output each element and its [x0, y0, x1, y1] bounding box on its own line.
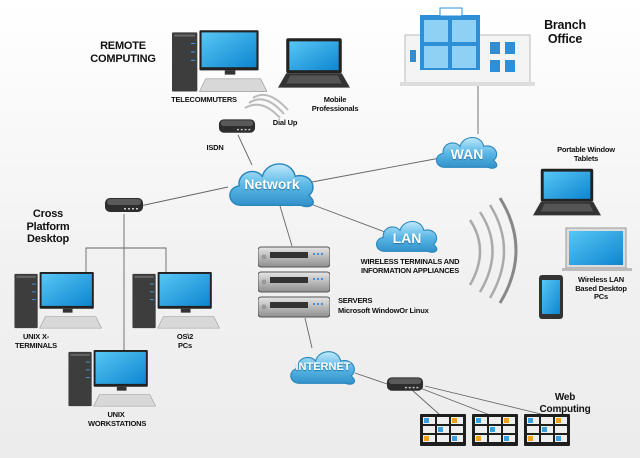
server-icon — [258, 246, 330, 268]
link-network-servers — [279, 205, 293, 247]
link-internet-router — [354, 372, 391, 386]
cross-platform-label: Cross Platform Desktop — [26, 208, 70, 246]
link-router-desktops — [85, 247, 167, 276]
os2-pc-icon — [132, 272, 220, 329]
web-computing-screen-icon — [472, 414, 518, 446]
dialup-signal-icon — [244, 94, 289, 119]
link-router-web2 — [419, 387, 491, 416]
telecommuters-label: TELECOMMUTERS — [171, 95, 237, 104]
connection-lines — [85, 80, 546, 416]
web-computing-screen-icon — [524, 414, 570, 446]
wireless-desktop-monitor-icon — [562, 227, 632, 271]
isdn-modem-icon — [218, 119, 256, 133]
server-icon — [258, 296, 330, 318]
unix-x-terminal-icon — [14, 272, 102, 329]
portable-tablets-label: Portable Window Tablets — [557, 145, 615, 163]
isdn-label: ISDN — [206, 143, 224, 152]
wireless-lan-pcs-label: Wireless LAN Based Desktop PCs — [575, 275, 627, 302]
mobile-professionals-label: Mobile Professionals — [311, 95, 359, 113]
link-servers-internet — [304, 317, 313, 349]
link-router-web1 — [411, 389, 441, 416]
link-network-wan — [311, 157, 441, 183]
link-network-crossplatform — [139, 186, 229, 207]
link-network-lan — [299, 199, 386, 233]
link-network-isdn — [237, 134, 253, 166]
servers-os-label: Microsoft WindowOr Linux — [338, 306, 429, 315]
internet-router-icon — [386, 377, 424, 391]
wireless-terminals-label: WIRELESS TERMINALS AND INFORMATION APPLI… — [360, 257, 460, 275]
unix-workstations-label: UNIX WORKSTATIONS — [88, 410, 147, 428]
link-router-web3 — [424, 385, 546, 416]
branch-office-label: Branch Office — [544, 18, 586, 47]
mobile-laptop-icon — [278, 38, 350, 88]
servers-label: SERVERS — [338, 296, 373, 305]
web-computing-label: Web Computing — [539, 392, 591, 415]
tablet-icon — [539, 275, 563, 319]
unix-workstation-icon — [68, 350, 156, 407]
network-cloud-label: Network — [244, 176, 300, 192]
web-computing-screen-icon — [420, 414, 466, 446]
portable-tablet-laptop-icon — [533, 168, 601, 216]
unix-x-terminals-label: UNIX X-TERMINALS — [15, 332, 57, 350]
telecommuter-desktop-icon — [172, 30, 267, 92]
lan-cloud-label: LAN — [392, 230, 422, 246]
wireless-signal-icon — [468, 197, 518, 304]
os2-pcs-label: OS\2 PCs — [176, 332, 194, 350]
cross-platform-router-icon — [105, 198, 143, 212]
server-icon — [258, 271, 330, 293]
branch-office-building-icon — [400, 7, 535, 86]
wan-cloud-label: WAN — [450, 146, 484, 162]
remote-computing-label: REMOTE COMPUTING — [90, 40, 156, 65]
dial-up-label: Dial Up — [272, 118, 298, 127]
internet-cloud-label: INTERNET — [295, 361, 351, 373]
